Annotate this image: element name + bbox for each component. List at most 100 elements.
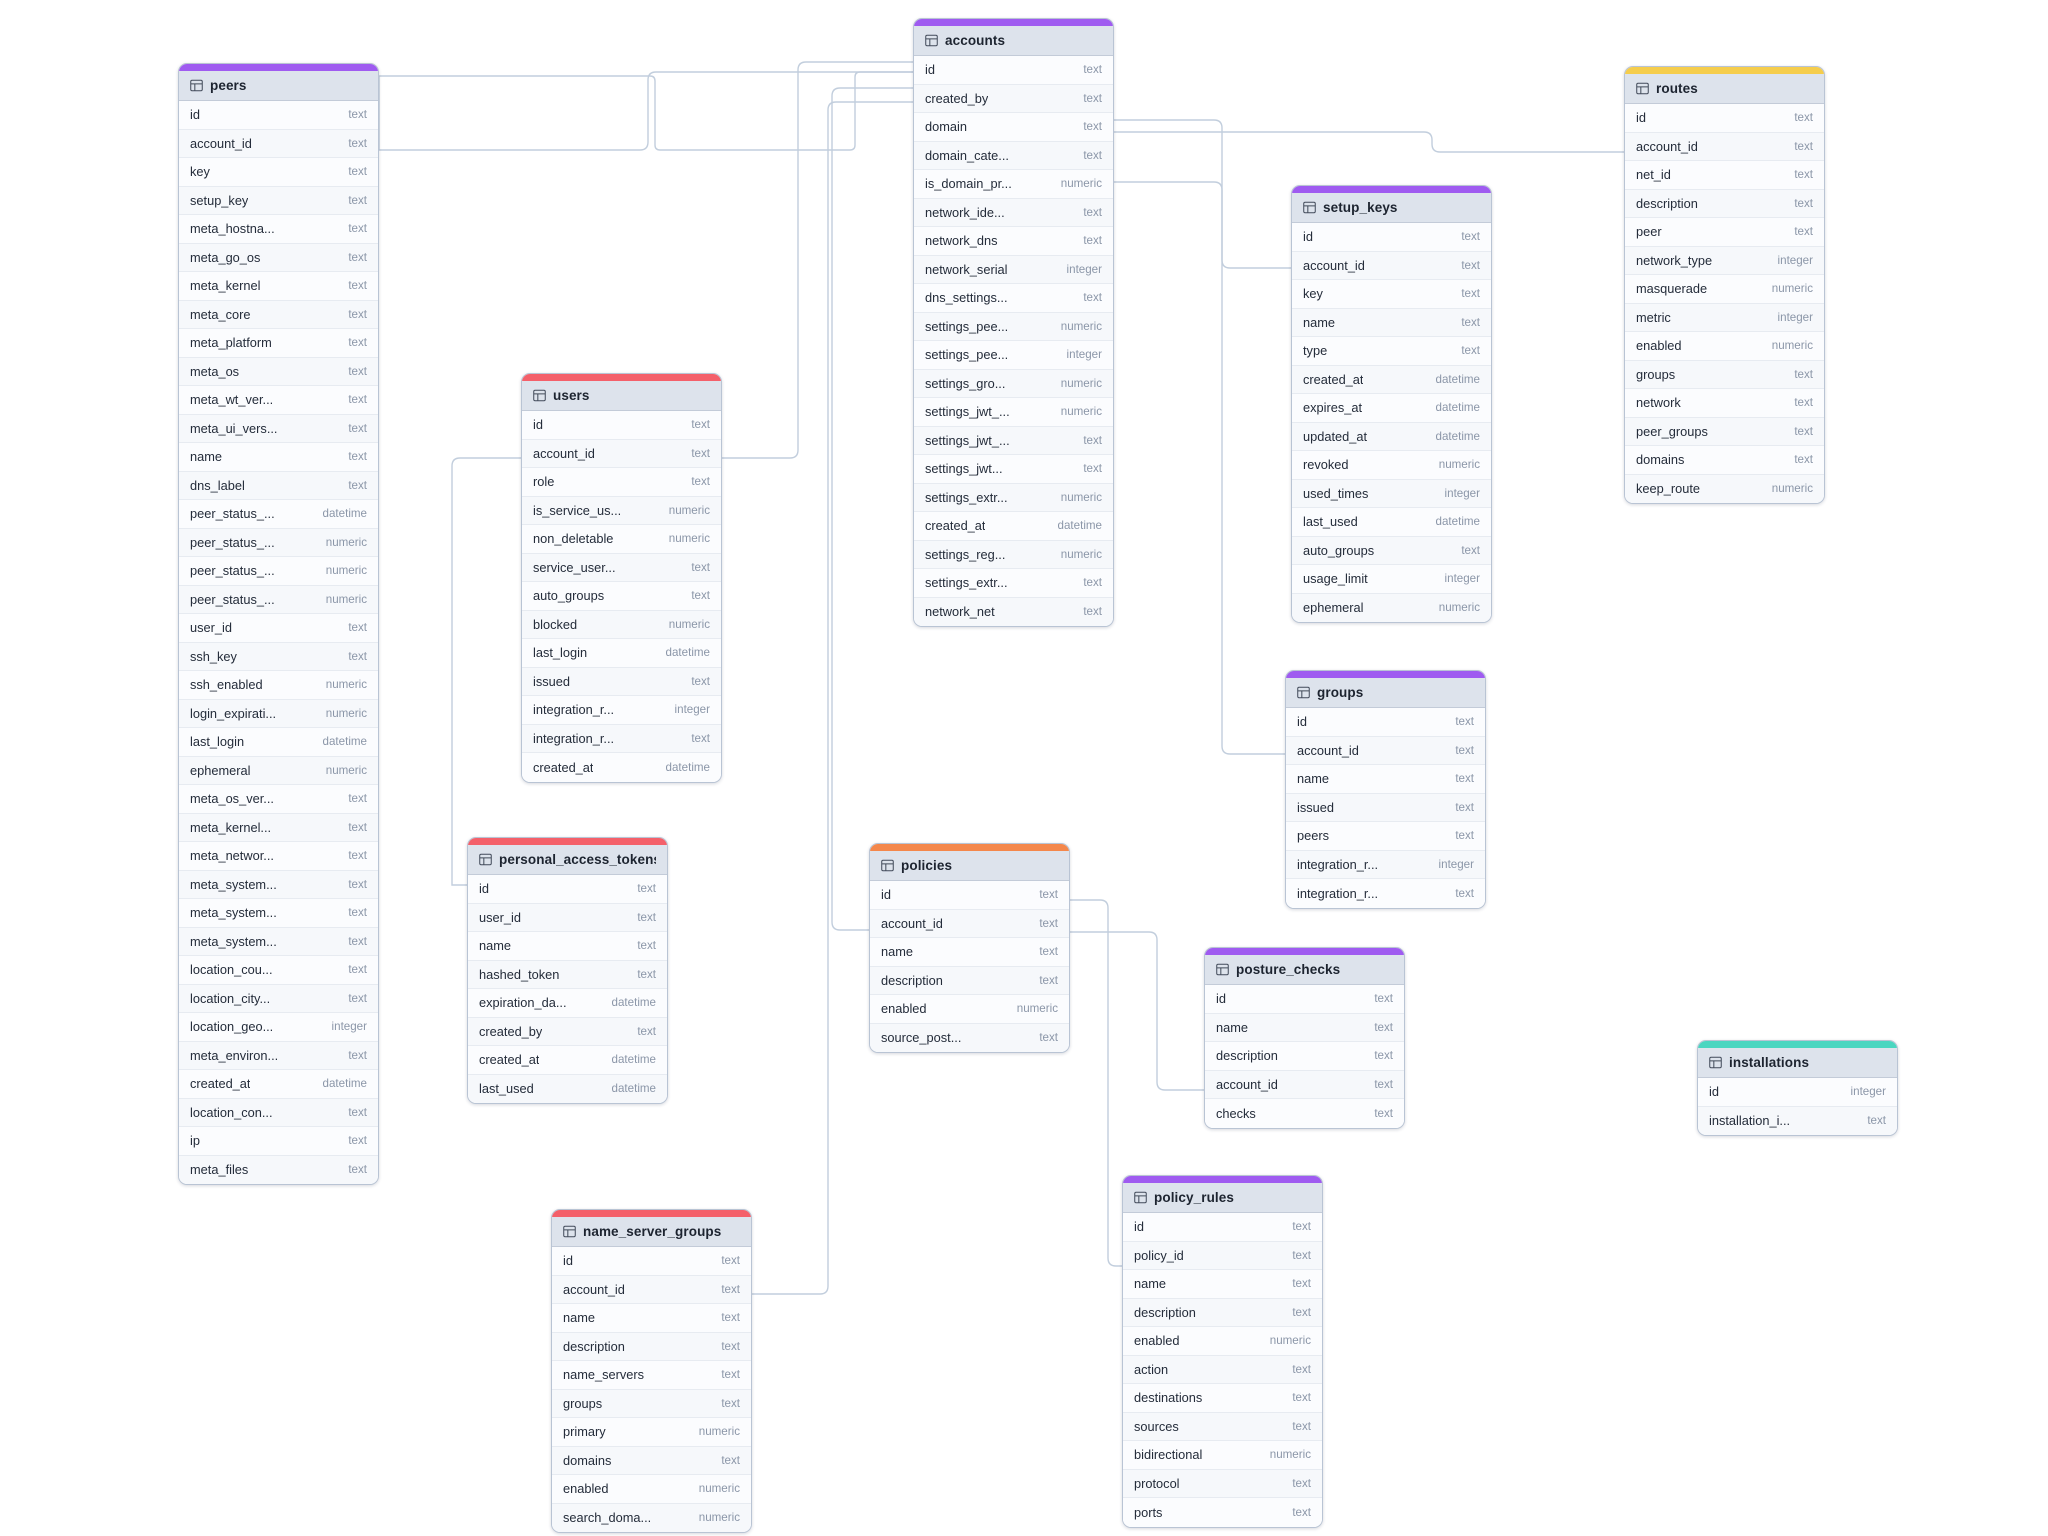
column-row[interactable]: meta_wt_ver...text: [179, 386, 378, 415]
column-row[interactable]: peer_status_...numeric: [179, 557, 378, 586]
column-row[interactable]: integration_r...text: [1286, 879, 1485, 908]
column-row[interactable]: login_expirati...numeric: [179, 699, 378, 728]
column-row[interactable]: location_geo...integer: [179, 1013, 378, 1042]
column-row[interactable]: location_city...text: [179, 984, 378, 1013]
table-header[interactable]: posture_checks: [1205, 955, 1404, 985]
column-row[interactable]: domain_cate...text: [914, 141, 1113, 170]
table-header[interactable]: routes: [1625, 74, 1824, 104]
column-row[interactable]: meta_system...text: [179, 870, 378, 899]
column-row[interactable]: settings_jwt_...text: [914, 426, 1113, 455]
column-row[interactable]: settings_extr...numeric: [914, 483, 1113, 512]
table-header[interactable]: peers: [179, 71, 378, 101]
column-row[interactable]: meta_networ...text: [179, 842, 378, 871]
column-row[interactable]: meta_system...text: [179, 899, 378, 928]
column-row[interactable]: meta_hostna...text: [179, 215, 378, 244]
column-row[interactable]: settings_jwt_...numeric: [914, 398, 1113, 427]
column-row[interactable]: peer_status_...datetime: [179, 500, 378, 529]
column-row[interactable]: peer_status_...numeric: [179, 528, 378, 557]
column-row[interactable]: meta_os_ver...text: [179, 785, 378, 814]
column-row[interactable]: settings_gro...numeric: [914, 369, 1113, 398]
table-header[interactable]: name_server_groups: [552, 1217, 751, 1247]
column-row[interactable]: meta_environ...text: [179, 1041, 378, 1070]
column-row[interactable]: integration_r...integer: [522, 696, 721, 725]
table-header[interactable]: policy_rules: [1123, 1183, 1322, 1213]
column-row[interactable]: meta_ui_vers...text: [179, 414, 378, 443]
column-row[interactable]: dns_settings...text: [914, 284, 1113, 313]
column-row[interactable]: is_service_us...numeric: [522, 496, 721, 525]
column-row[interactable]: service_user...text: [522, 553, 721, 582]
column-row[interactable]: settings_jwt...text: [914, 455, 1113, 484]
column-row[interactable]: network_ide...text: [914, 198, 1113, 227]
column-row[interactable]: peer_status_...numeric: [179, 585, 378, 614]
column-row[interactable]: integration_r...text: [522, 724, 721, 753]
column-row[interactable]: settings_pee...numeric: [914, 312, 1113, 341]
column-row[interactable]: meta_system...text: [179, 927, 378, 956]
column-row[interactable]: meta_kernel...text: [179, 813, 378, 842]
